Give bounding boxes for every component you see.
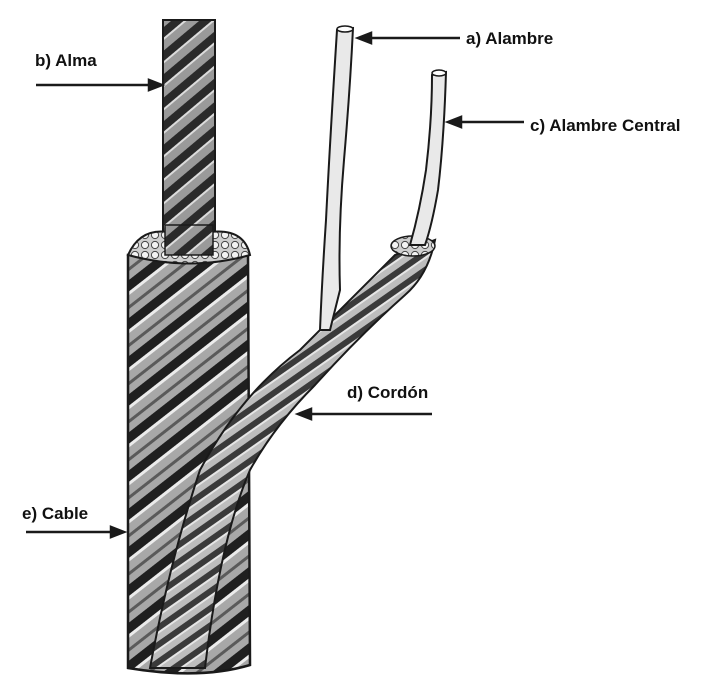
arrow-icon bbox=[298, 409, 432, 419]
label-alma: b) Alma bbox=[35, 52, 97, 69]
wire-alambre bbox=[320, 26, 353, 330]
core-strand bbox=[163, 20, 215, 260]
arrow-icon bbox=[36, 80, 162, 90]
label-alambre: a) Alambre bbox=[466, 30, 553, 47]
arrow-icon bbox=[358, 33, 460, 43]
label-alambre-central: c) Alambre Central bbox=[530, 117, 681, 134]
arrow-icon bbox=[26, 527, 124, 537]
arrow-icon bbox=[448, 117, 524, 127]
wire-alambre-central bbox=[410, 70, 446, 245]
label-cordon: d) Cordón bbox=[347, 384, 428, 401]
label-cable: e) Cable bbox=[22, 505, 88, 522]
